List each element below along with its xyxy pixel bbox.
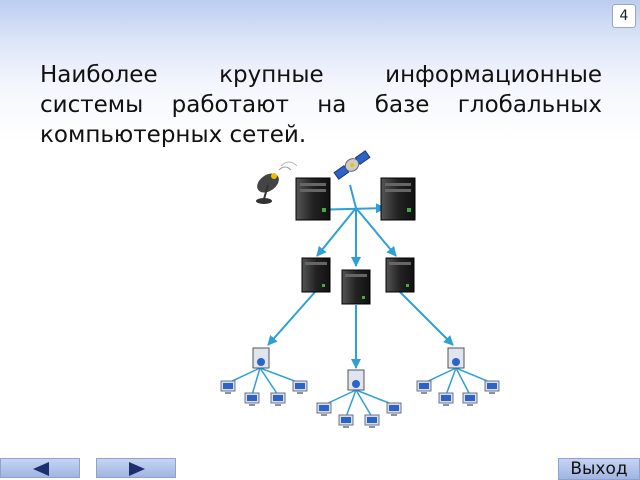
slide-number: 4 [612,4,636,28]
lan-left [220,347,308,407]
mid-server-left [301,257,331,293]
arrow-left-icon [33,462,49,476]
slide-header-band [0,0,640,140]
exit-button[interactable]: Выход [558,458,640,480]
satellite-icon [333,150,371,180]
global-network-diagram [220,150,500,429]
main-server-left [295,177,331,221]
arrow-right-icon [129,462,145,476]
lan-right [416,347,500,407]
mid-server-center [341,269,371,305]
lan-connectors [267,291,454,369]
slide-body-text: Наиболее крупные информационные системы … [40,62,602,148]
next-slide-button[interactable] [96,458,176,478]
previous-slide-button[interactable] [0,458,80,478]
mid-server-right [385,257,415,293]
lan-center [316,369,402,429]
satellite-dish-icon [256,161,298,204]
navigation-bar: Выход [0,458,640,480]
main-server-right [380,177,416,221]
